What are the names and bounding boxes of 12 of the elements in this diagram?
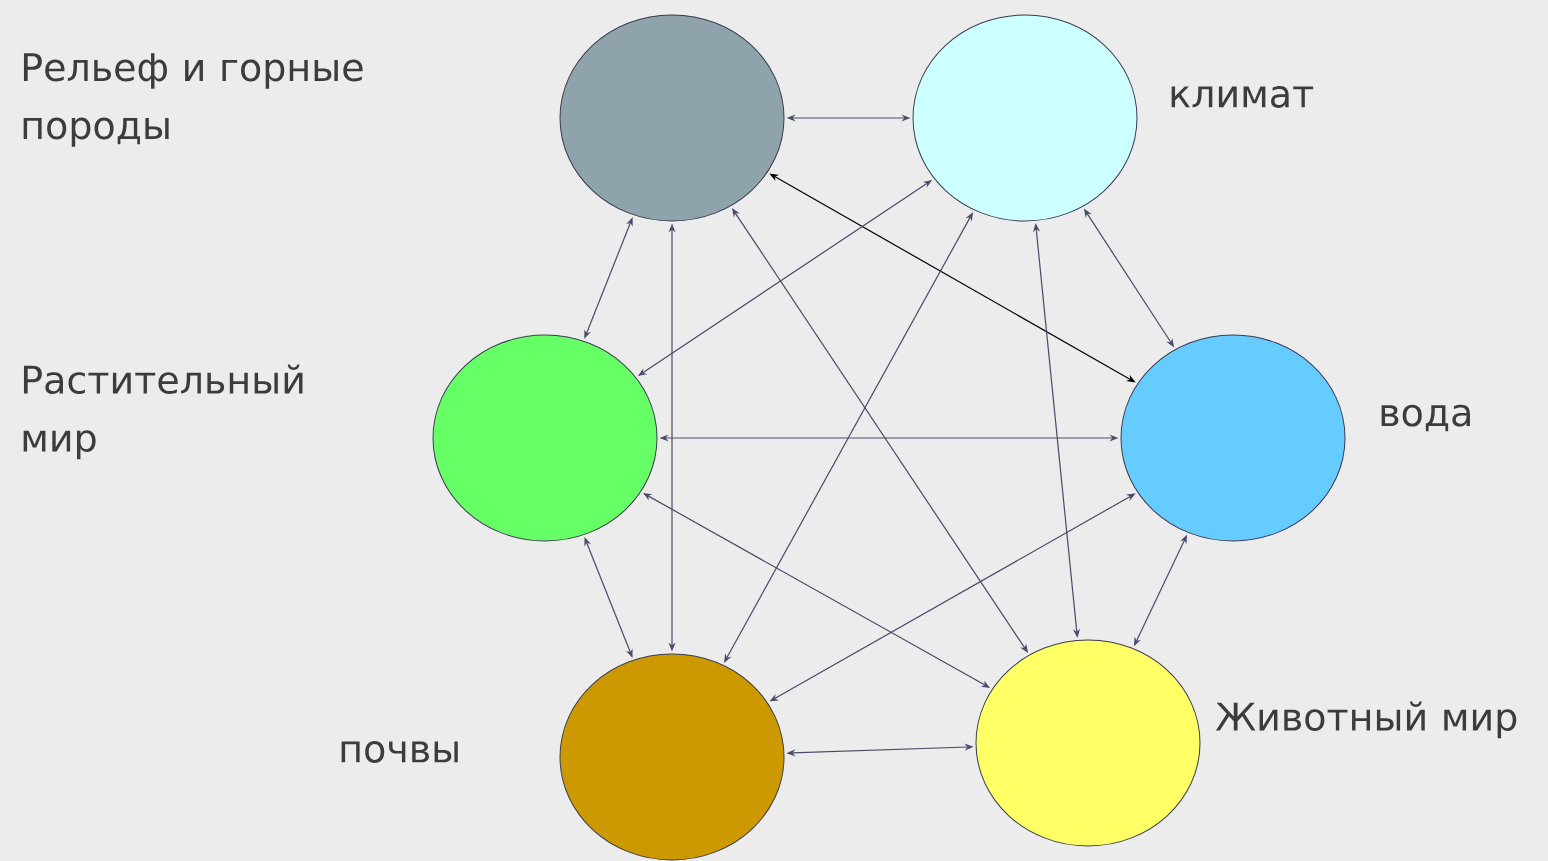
node-label: вода (1381, 404, 1470, 432)
circle (1120, 334, 1346, 542)
circle (559, 653, 785, 861)
node-label: климат (1171, 86, 1314, 108)
circle (912, 14, 1138, 222)
node-label: Животный мир (1215, 701, 1517, 739)
node-label: Растительный мир (23, 364, 303, 460)
node-label: почвы (341, 741, 458, 763)
circle (432, 334, 658, 542)
circle (975, 639, 1201, 847)
label: Рельеф и горные породы (23, 53, 363, 147)
circle (559, 14, 785, 222)
